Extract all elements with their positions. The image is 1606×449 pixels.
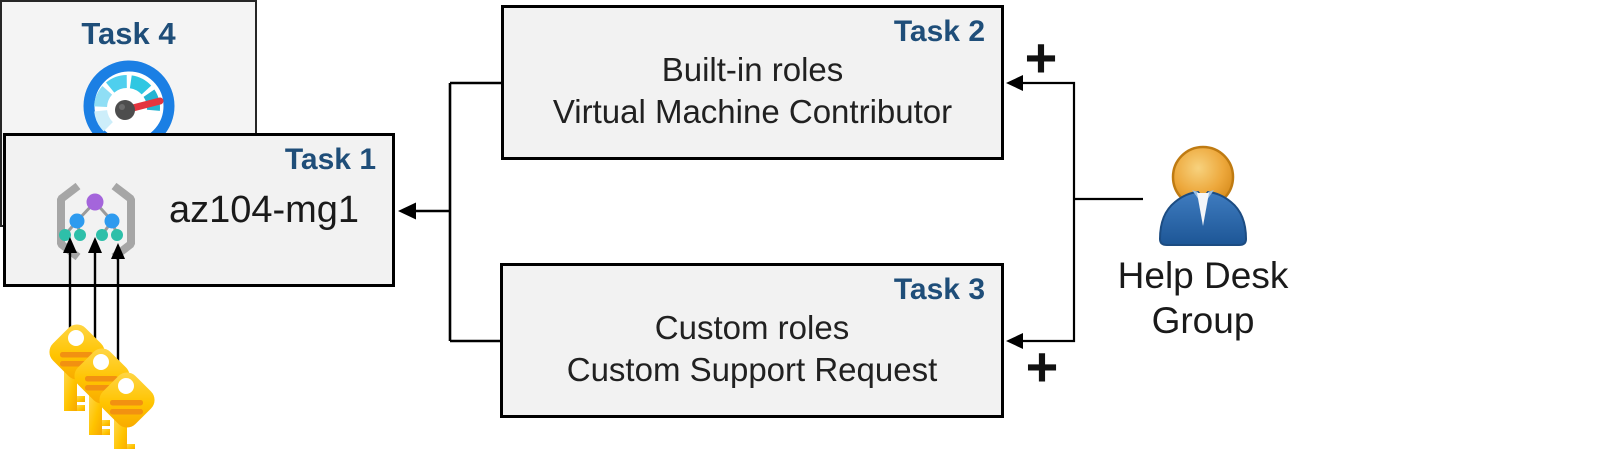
plus-sign-bottom: + bbox=[1025, 335, 1059, 398]
task3-line2: Custom Support Request bbox=[566, 350, 938, 388]
keys-icon bbox=[44, 319, 160, 449]
task4-label: Task 4 bbox=[81, 16, 176, 51]
task3-line1: Custom roles bbox=[654, 308, 850, 346]
task1-label: Task 1 bbox=[284, 143, 376, 176]
task2-text: Built-in roles Virtual Machine Contribut… bbox=[504, 8, 1001, 157]
task3-box: Task 3 Custom roles Custom Support Reque… bbox=[500, 263, 1004, 418]
group-label-line1: Help Desk bbox=[1117, 255, 1289, 296]
task3-text: Custom roles Custom Support Request bbox=[503, 266, 1001, 415]
management-group-icon bbox=[57, 182, 135, 261]
task3-label: Task 3 bbox=[893, 273, 985, 306]
person-icon bbox=[1158, 145, 1248, 246]
task2-box: Task 2 Built-in roles Virtual Machine Co… bbox=[501, 5, 1004, 160]
task2-label: Task 2 bbox=[893, 15, 985, 48]
management-group-name: az104-mg1 bbox=[168, 188, 360, 231]
task2-line2: Virtual Machine Contributor bbox=[552, 92, 953, 130]
task1-box: Task 1 az104-mg1 bbox=[3, 133, 395, 287]
task1-content: az104-mg1 bbox=[6, 136, 392, 284]
activity-log-gauge-icon bbox=[81, 58, 177, 159]
group-label-line2: Group bbox=[1151, 300, 1255, 341]
task2-line1: Built-in roles bbox=[661, 50, 844, 88]
plus-sign-top: + bbox=[1024, 26, 1058, 89]
group-label: Help Desk Group bbox=[1115, 253, 1291, 343]
